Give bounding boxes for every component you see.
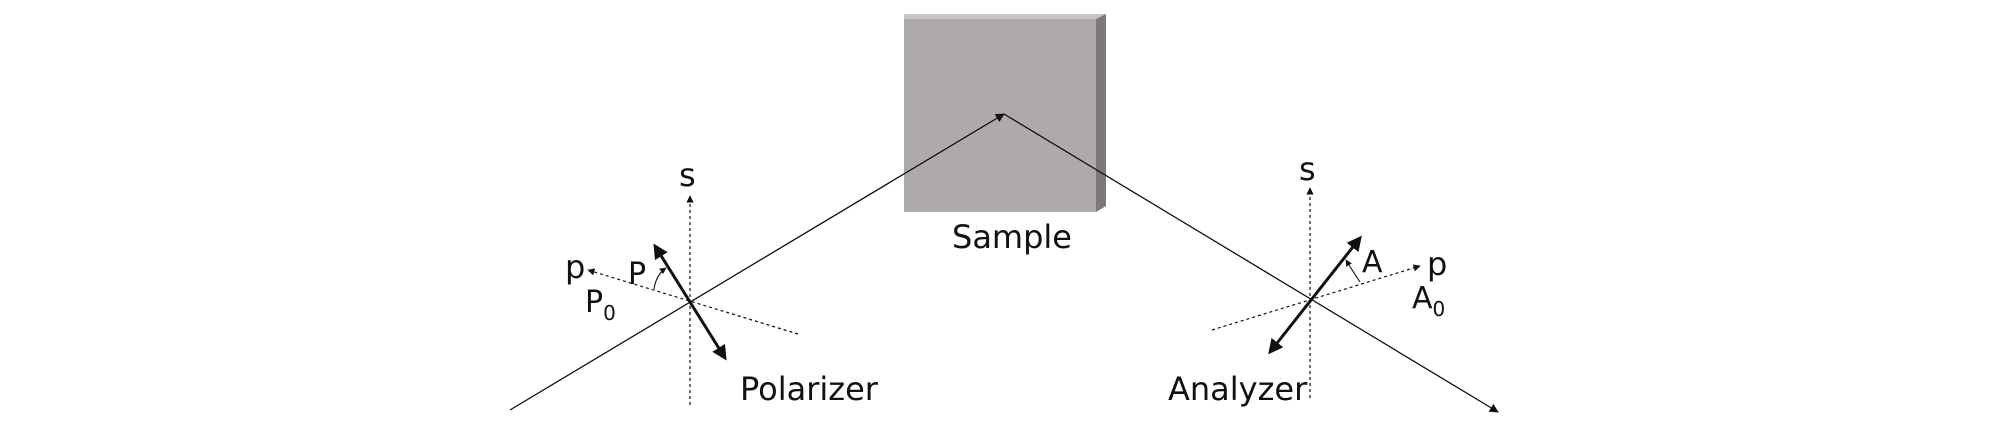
analyzer-p-axis — [1211, 264, 1421, 331]
analyzer-a0-label: A0 — [1412, 281, 1445, 321]
p0-subscript: 0 — [603, 301, 616, 325]
incident-beam — [509, 113, 1005, 411]
analyzer-p-label: p — [1427, 245, 1447, 283]
sample-front-face — [904, 19, 1096, 212]
reflected-beam — [1003, 113, 1499, 413]
analyzer-angle-label: A — [1362, 245, 1383, 280]
p0-main: P — [585, 285, 603, 320]
analyzer-frame — [1211, 187, 1421, 398]
polarizer-p-axis — [587, 268, 799, 335]
analyzer-axis — [1268, 235, 1362, 355]
analyzer-s-label: s — [1299, 150, 1316, 188]
polarizer-p-label: p — [565, 248, 585, 286]
polarizer-p0-label: P0 — [585, 285, 616, 325]
polarizer-label: Polarizer — [740, 370, 879, 408]
sample-top-face — [904, 14, 1106, 19]
a0-main: A — [1412, 281, 1433, 316]
polarizer-s-label: s — [679, 156, 696, 194]
a0-subscript: 0 — [1433, 297, 1446, 321]
sample-side-face — [1096, 14, 1106, 212]
polarizer-angle-label: P — [628, 257, 646, 292]
polarizer-frame — [587, 195, 799, 405]
analyzer-angle-arc — [1345, 259, 1361, 283]
sample-label: Sample — [952, 218, 1072, 256]
sample-block — [904, 14, 1106, 212]
polarizer-axis — [653, 243, 727, 361]
polarizer-angle-arc — [653, 267, 667, 290]
analyzer-label: Analyzer — [1168, 370, 1308, 408]
